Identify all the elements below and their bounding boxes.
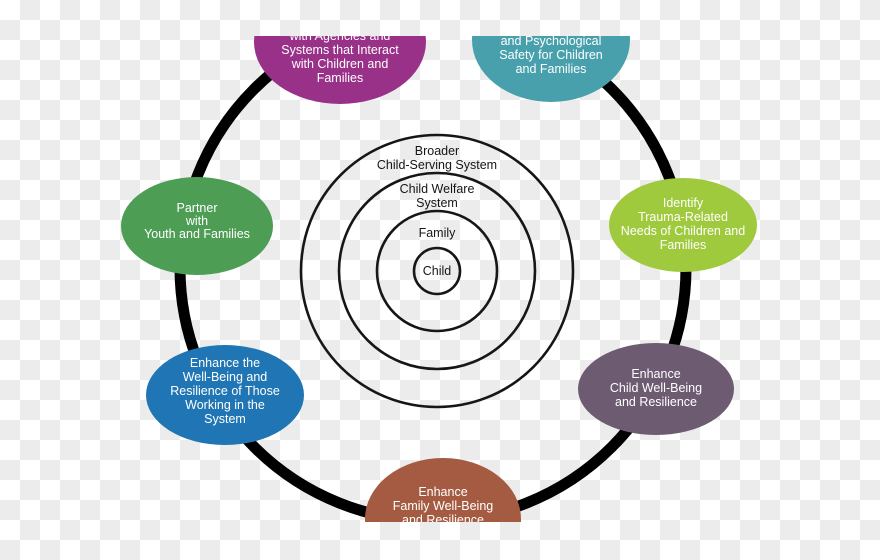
circle-child <box>412 246 462 296</box>
node-enhance-workforce-wellbeing-line4: Working in the <box>185 398 265 412</box>
node-enhance-workforce-wellbeing-shape <box>146 345 304 445</box>
node-enhance-family-wellbeing-line3: and Resilience <box>402 513 484 522</box>
node-partner-youth-families-line2: with <box>185 214 208 228</box>
node-enhance-workforce-wellbeing-line3: Resilience of Those <box>170 384 280 398</box>
node-enhance-family-wellbeing-shape <box>365 458 521 522</box>
node-partner-agencies-line4: Families <box>317 71 364 85</box>
node-enhance-family-wellbeing-line1: Enhance <box>418 485 467 499</box>
node-identify-trauma-needs-line2: Trauma-Related <box>638 210 728 224</box>
node-enhance-workforce-wellbeing: Enhance the Well-Being and Resilience of… <box>146 345 304 445</box>
node-psychological-safety-line2: Safety for Children <box>499 48 603 62</box>
node-partner-agencies-shape <box>254 36 426 104</box>
circle-broader-child-serving-system <box>299 133 575 409</box>
node-enhance-child-wellbeing-line2: Child Well-Being <box>610 381 702 395</box>
node-partner-agencies-line3: with Children and <box>291 57 389 71</box>
node-enhance-child-wellbeing-shape <box>578 343 734 435</box>
node-psychological-safety-line1: and Psychological <box>501 36 602 48</box>
node-identify-trauma-needs-line3: Needs of Children and <box>621 224 745 238</box>
node-partner-youth-families-line1: Partner <box>177 201 218 215</box>
node-partner-youth-families-shape <box>121 177 273 275</box>
label-child-welfare: Child Welfare <box>400 182 475 196</box>
node-partner-youth-families: Partner with Youth and Families <box>121 177 273 275</box>
node-enhance-family-wellbeing-line2: Family Well-Being <box>393 499 494 513</box>
node-identify-trauma-needs-line1: Identify <box>663 196 704 210</box>
node-partner-agencies-line2: Systems that Interact <box>281 43 399 57</box>
label-system: System <box>416 196 458 210</box>
node-enhance-family-wellbeing: Enhance Family Well-Being and Resilience <box>365 458 521 522</box>
node-psychological-safety-shape <box>472 36 630 102</box>
node-psychological-safety: and Psychological Safety for Children an… <box>472 36 630 102</box>
node-partner-agencies-line1: with Agencies and <box>289 36 391 43</box>
label-child-serving-system: Child-Serving System <box>377 158 497 172</box>
node-enhance-workforce-wellbeing-line2: Well-Being and <box>183 370 268 384</box>
node-enhance-child-wellbeing-line1: Enhance <box>631 367 680 381</box>
circle-family <box>375 209 499 333</box>
node-identify-trauma-needs-shape <box>609 178 757 272</box>
label-family: Family <box>419 226 457 240</box>
label-child: Child <box>423 264 452 278</box>
node-identify-trauma-needs: Identify Trauma-Related Needs of Childre… <box>609 178 757 272</box>
node-partner-agencies: with Agencies and Systems that Interact … <box>254 36 426 104</box>
systems-diagram: Broader Child-Serving System Child Welfa… <box>0 36 880 522</box>
node-psychological-safety-line3: and Families <box>516 62 587 76</box>
node-identify-trauma-needs-line4: Families <box>660 238 707 252</box>
node-enhance-child-wellbeing-line3: and Resilience <box>615 395 697 409</box>
node-enhance-child-wellbeing: Enhance Child Well-Being and Resilience <box>578 343 734 435</box>
outer-ring <box>174 36 692 522</box>
label-broader: Broader <box>415 144 459 158</box>
circle-child-welfare-system <box>337 171 537 371</box>
node-partner-youth-families-line3: Youth and Families <box>144 227 250 241</box>
node-enhance-workforce-wellbeing-line5: System <box>204 412 246 426</box>
node-enhance-workforce-wellbeing-line1: Enhance the <box>190 356 260 370</box>
